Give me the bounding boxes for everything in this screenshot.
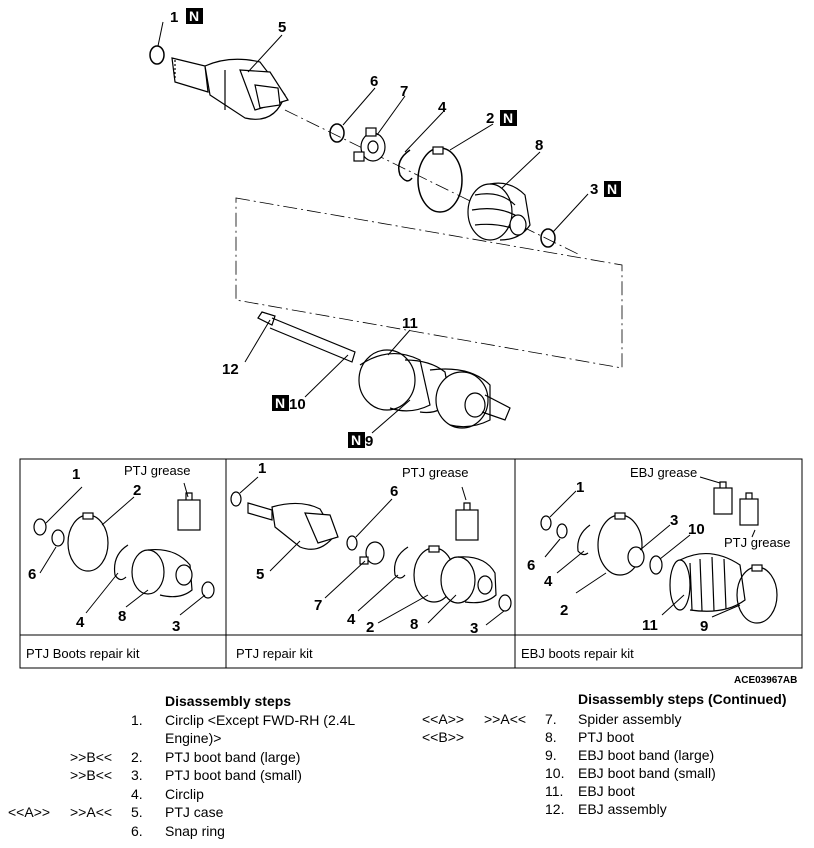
svg-text:5: 5 — [256, 566, 264, 583]
callout-8: 8 — [535, 137, 543, 154]
svg-text:PTJ grease: PTJ grease — [724, 535, 790, 550]
svg-text:3: 3 — [470, 620, 478, 637]
kit-ptj — [230, 476, 512, 626]
ptj-boot-part — [467, 182, 531, 241]
step-3-text: PTJ boot band (small) — [165, 767, 302, 783]
new-part-mark — [500, 110, 517, 126]
svg-text:N: N — [351, 432, 361, 448]
svg-text:8: 8 — [410, 616, 418, 633]
figure-code: ACE03967AB — [734, 675, 798, 686]
callout-3: 3 — [590, 181, 598, 198]
ptj-case-part — [171, 57, 289, 120]
svg-text:N: N — [189, 8, 199, 24]
callout-6: 6 — [370, 73, 378, 90]
svg-text:EBJ grease: EBJ grease — [630, 465, 697, 480]
svg-text:3: 3 — [670, 512, 678, 529]
disassembly-steps-left: Disassembly steps 1. Circlip <Except FWD… — [8, 693, 356, 839]
svg-text:1: 1 — [258, 460, 266, 477]
new-part-mark — [348, 432, 365, 448]
svg-text:N: N — [503, 110, 513, 126]
step-8-text: PTJ boot — [578, 729, 635, 745]
svg-text:6: 6 — [527, 557, 535, 574]
callout-12: 12 — [222, 361, 239, 378]
svg-text:1: 1 — [576, 479, 584, 496]
step-11-text: EBJ boot — [578, 783, 635, 799]
kit-caption-ptj: PTJ repair kit — [236, 646, 313, 661]
steps-title: Disassembly steps — [165, 693, 292, 709]
new-part-mark — [186, 8, 203, 24]
spider-assembly-part — [353, 127, 386, 162]
steps-title-continued: Disassembly steps (Continued) — [578, 691, 787, 707]
step-10-text: EBJ boot band (small) — [578, 765, 716, 781]
ebj-shaft-assembly-part — [257, 311, 511, 429]
svg-text:4: 4 — [76, 614, 85, 631]
step-2-text: PTJ boot band (large) — [165, 749, 301, 765]
circlip-4-part — [398, 149, 413, 182]
kit-ebj-boots — [540, 476, 778, 624]
svg-text:N: N — [275, 395, 285, 411]
svg-text:PTJ grease: PTJ grease — [124, 463, 190, 478]
kit-caption-ptj-boots: PTJ Boots repair kit — [26, 646, 140, 661]
svg-text:10: 10 — [688, 521, 705, 538]
svg-text:8: 8 — [118, 608, 126, 625]
new-part-mark — [604, 181, 621, 197]
callout-2: 2 — [486, 110, 494, 127]
svg-text:6: 6 — [390, 483, 398, 500]
callout-7: 7 — [400, 83, 408, 100]
ptj-boot-band-small-part — [540, 228, 556, 248]
step-12-text: EBJ assembly — [578, 801, 667, 817]
kit-ptj-boots — [33, 482, 215, 616]
new-part-mark — [272, 395, 289, 411]
svg-text:2: 2 — [366, 619, 374, 636]
callout-10: 10 — [289, 396, 306, 413]
circlip-1-part — [149, 45, 165, 65]
step-5-text: PTJ case — [165, 804, 224, 820]
step-1-text: Circlip <Except FWD-RH (2.4L — [165, 712, 356, 728]
exploded-view-diagram: 1 N 5 6 7 4 2 N 8 3 N 11 12 N 10 N 9 — [149, 8, 623, 450]
svg-text:4: 4 — [347, 611, 356, 628]
snap-ring-6-part — [329, 123, 345, 143]
callout-4: 4 — [438, 99, 447, 116]
svg-text:2: 2 — [133, 482, 141, 499]
step-4-text: Circlip — [165, 786, 204, 802]
svg-text:6: 6 — [28, 566, 36, 583]
callout-11: 11 — [402, 315, 418, 332]
callout-5: 5 — [278, 19, 286, 36]
step-7-text: Spider assembly — [578, 711, 682, 727]
svg-text:2: 2 — [560, 602, 568, 619]
repair-kit-table: 1 2 6 4 8 3 PTJ grease 1 6 — [19, 458, 803, 669]
ptj-boot-band-large-part — [417, 147, 463, 213]
step-9-text: EBJ boot band (large) — [578, 747, 715, 763]
svg-text:3: 3 — [172, 618, 180, 635]
svg-text:7: 7 — [314, 597, 322, 614]
svg-text:PTJ grease: PTJ grease — [402, 465, 468, 480]
step-6-text: Snap ring — [165, 823, 225, 839]
svg-text:1: 1 — [72, 466, 80, 483]
callout-9: 9 — [365, 433, 373, 450]
disassembly-steps-right: Disassembly steps (Continued) <<A>> >>A<… — [422, 691, 787, 817]
svg-text:4: 4 — [544, 573, 553, 590]
svg-text:11: 11 — [642, 617, 658, 634]
callout-1: 1 — [170, 9, 178, 26]
svg-text:N: N — [607, 181, 617, 197]
kit-caption-ebj-boots: EBJ boots repair kit — [521, 646, 634, 661]
svg-text:9: 9 — [700, 618, 708, 635]
